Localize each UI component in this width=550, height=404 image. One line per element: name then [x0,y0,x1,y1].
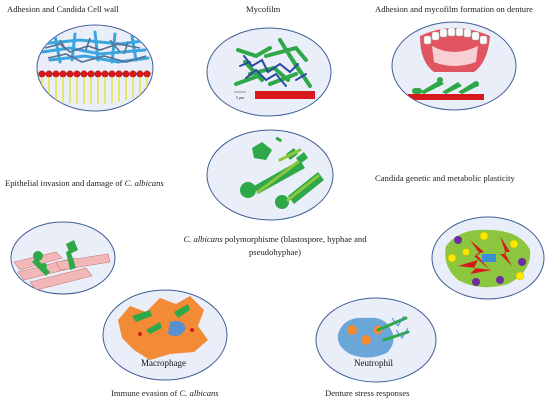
plasticity-circle [431,216,545,300]
cell-wall-circle [36,24,154,112]
neutrophil-label: Neutrophil [354,358,393,368]
label-epithelial-invasion: Epithelial invasion and damage of C. alb… [5,178,164,189]
mycofilm-circle: 5 μm [206,27,332,117]
label-polymorphism: C. albicans polymorphisme (blastospore, … [172,233,378,259]
label-denture-adhesion: Adhesion and mycofilm formation on dentu… [375,4,533,14]
label-polymorphism-text: polymorphisme (blastospore, hyphae and p… [222,234,367,257]
epithelial-circle [10,221,116,295]
macrophage-label: Macrophage [141,358,186,368]
polymorphism-circle [206,129,334,221]
label-immune-evasion: Immune evasion of C. albicans [111,388,219,399]
label-epithelial-species: C. albicans [124,178,164,188]
macrophage-circle: Macrophage [102,289,228,381]
label-denture-stress: Denture stress responses [325,388,410,398]
neutrophil-circle: Neutrophil [315,297,437,383]
label-immune-species: C. albicans [179,388,219,398]
label-immune-text: Immune evasion of [111,388,180,398]
label-plasticity: Candida genetic and metabolic plasticity [375,173,515,183]
label-epithelial-text: Epithelial invasion and damage of [5,178,125,188]
scale-bar-label: 5 μm [236,95,245,100]
label-adhesion-cell-wall: Adhesion and Candida Cell wall [7,4,119,14]
label-polymorphism-species: C. albicans [183,234,223,244]
label-mycofilm: Mycofilm [246,4,281,14]
denture-circle [391,21,517,111]
